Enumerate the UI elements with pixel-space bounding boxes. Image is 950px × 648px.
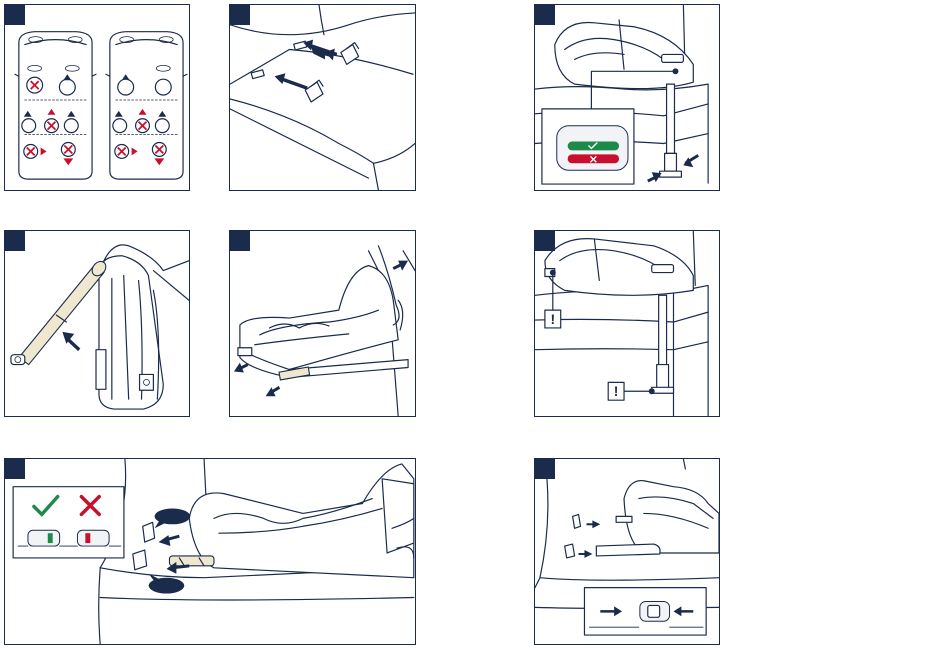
isofix-guide-icon bbox=[230, 5, 415, 190]
step-badge-2 bbox=[230, 5, 250, 25]
car-left bbox=[15, 32, 96, 179]
step-badge-5 bbox=[230, 231, 250, 251]
isofix-connect-icon bbox=[535, 459, 719, 644]
panel-2-isofix-guides bbox=[229, 4, 416, 191]
step-badge-3 bbox=[535, 5, 555, 25]
isofix-arm-icon bbox=[5, 231, 189, 416]
warning-mark-upper: ! bbox=[551, 311, 556, 327]
panel-6-warning-points: ! ! bbox=[534, 230, 720, 417]
panel-5-base-lift bbox=[229, 230, 416, 417]
car-seat-position-icon bbox=[5, 5, 189, 190]
isofix-tube bbox=[11, 259, 109, 365]
step-badge-8 bbox=[535, 459, 555, 479]
car-right bbox=[106, 32, 187, 179]
panel-3-leg-indicator bbox=[534, 4, 720, 191]
step-badge-1 bbox=[5, 5, 25, 25]
leg-indicator-icon bbox=[535, 5, 719, 190]
warning-icon: ! ! bbox=[535, 231, 719, 416]
step-badge-4 bbox=[5, 231, 25, 251]
base-lift-icon bbox=[230, 231, 415, 416]
step-badge-6 bbox=[535, 231, 555, 251]
guide-upper bbox=[341, 43, 359, 65]
panel-1-seat-positions bbox=[4, 4, 190, 191]
panel-4-isofix-arm bbox=[4, 230, 190, 417]
warning-mark-lower: ! bbox=[614, 383, 619, 399]
guide-lower bbox=[305, 80, 323, 102]
panel-7-isofix-check bbox=[4, 458, 416, 645]
step-badge-7 bbox=[5, 459, 25, 479]
check-cross-icon bbox=[5, 459, 415, 644]
panel-8-isofix-connect bbox=[534, 458, 720, 645]
